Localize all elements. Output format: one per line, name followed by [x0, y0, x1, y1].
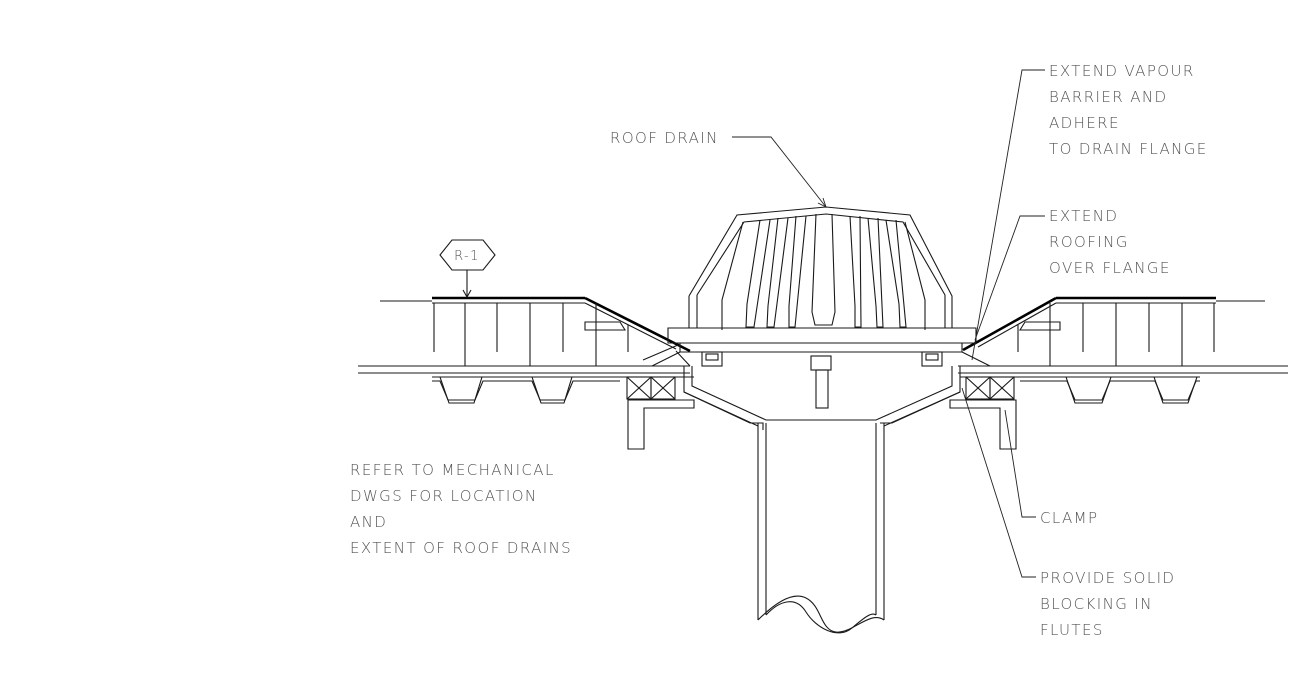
- annotation-labels: ROOF DRAIN EXTEND VAPOUR BARRIER AND ADH…: [350, 62, 1208, 639]
- solid-blocking: [626, 376, 1015, 400]
- label-vapour-2: BARRIER AND: [1049, 88, 1167, 106]
- label-refer-1: REFER TO MECHANICAL: [350, 461, 555, 479]
- steel-deck: [358, 365, 1288, 404]
- roof-type-tag: R-1: [439, 239, 496, 299]
- label-blocking-2: BLOCKING IN: [1040, 595, 1153, 613]
- drain-body: [642, 327, 991, 634]
- label-vapour-3: ADHERE: [1049, 114, 1120, 132]
- label-blocking-3: FLUTES: [1040, 621, 1104, 639]
- label-roofing-2: ROOFING: [1049, 233, 1129, 251]
- label-refer-4: EXTENT OF ROOF DRAINS: [350, 539, 572, 557]
- roof-insulation: [380, 296, 1265, 366]
- label-roof-drain: ROOF DRAIN: [610, 129, 719, 147]
- label-refer-3: AND: [350, 513, 387, 531]
- label-vapour-1: EXTEND VAPOUR: [1049, 62, 1195, 80]
- drain-dome: [688, 206, 953, 330]
- label-roofing-3: OVER FLANGE: [1049, 259, 1171, 277]
- leader-lines: [732, 69, 1045, 578]
- roof-tag-text: R-1: [454, 249, 480, 264]
- clamp: [627, 399, 1017, 450]
- label-refer-2: DWGS FOR LOCATION: [350, 487, 538, 505]
- label-blocking-1: PROVIDE SOLID: [1040, 569, 1175, 587]
- label-clamp: CLAMP: [1040, 509, 1098, 527]
- label-vapour-4: TO DRAIN FLANGE: [1049, 140, 1208, 158]
- label-roofing-1: EXTEND: [1049, 207, 1118, 225]
